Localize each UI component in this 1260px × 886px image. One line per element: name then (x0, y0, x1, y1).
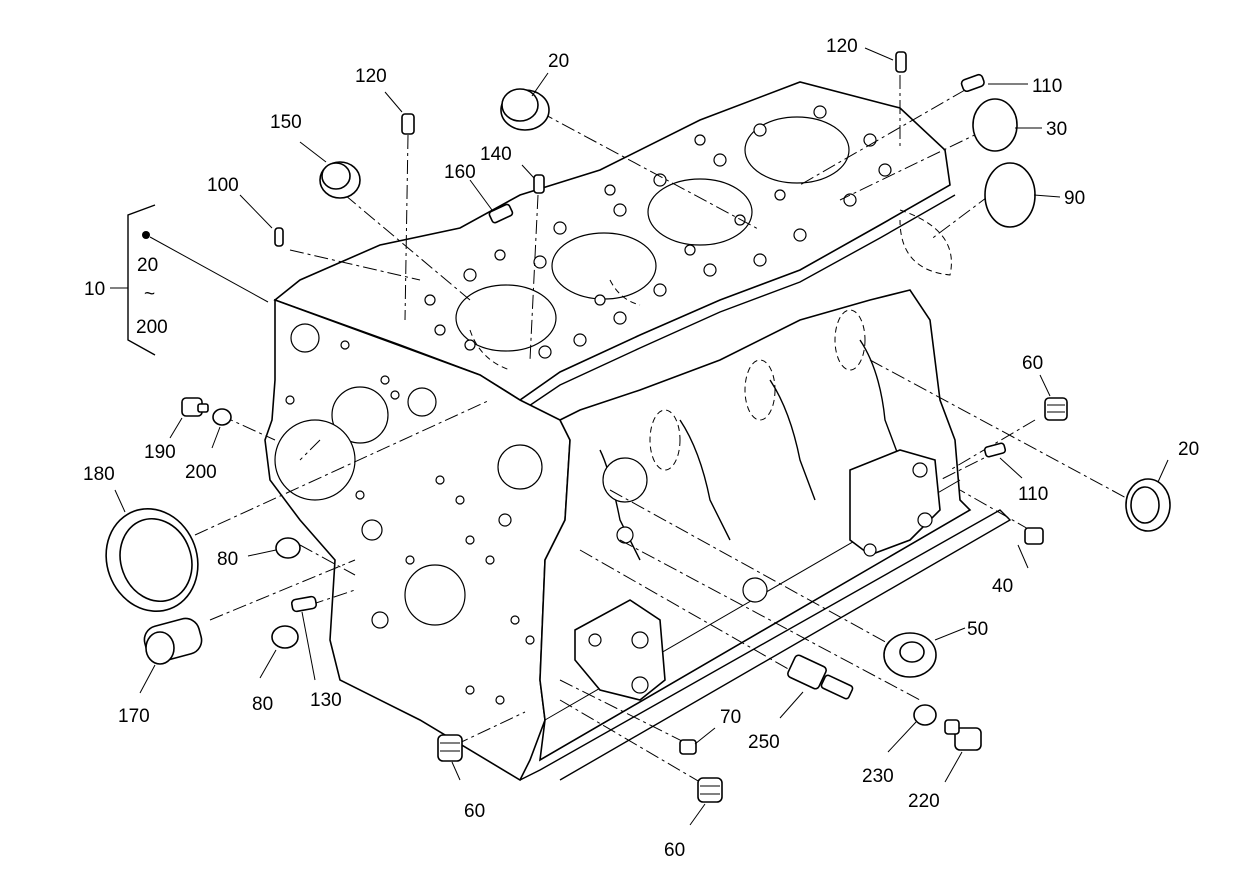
washer-230 (913, 704, 937, 726)
plug-60-bottom (697, 777, 723, 803)
plug-90 (984, 162, 1036, 228)
plug-30 (972, 98, 1018, 152)
callout-20-right: 20 (1178, 439, 1199, 460)
plug-80-bottom (271, 625, 299, 649)
plug-80-top (275, 537, 301, 559)
callout-150: 150 (270, 112, 302, 133)
callout-60-bottom: 60 (664, 840, 685, 861)
callout-230: 230 (862, 766, 894, 787)
cup-plug-170 (143, 617, 203, 665)
callout-range-tilde: ~ (144, 284, 155, 305)
expansion-plug-top (500, 88, 550, 131)
bolt-160 (488, 203, 514, 224)
callout-30: 30 (1046, 119, 1067, 140)
callout-170: 170 (118, 706, 150, 727)
plug-70 (679, 739, 697, 755)
cylinder-block (264, 81, 1012, 782)
callout-20-top: 20 (548, 51, 569, 72)
sensor-250 (787, 654, 854, 700)
plug-60-bottom-left (437, 734, 463, 762)
callout-labels: 10 20 ~ 200 100 150 120 20 160 140 120 1… (83, 36, 1199, 861)
callout-160: 160 (444, 162, 476, 183)
oil-seal-180 (105, 507, 199, 613)
seal-20-right (1125, 478, 1171, 532)
expansion-plug-150 (319, 161, 361, 199)
callout-leaders (110, 47, 1169, 826)
bolt-190 (181, 397, 209, 417)
callout-50: 50 (967, 619, 988, 640)
callout-190: 190 (144, 442, 176, 463)
assembly-dot (142, 231, 150, 239)
callout-90: 90 (1064, 188, 1085, 209)
callout-10: 10 (84, 279, 105, 300)
callout-220: 220 (908, 791, 940, 812)
dowel-pin-120-left (401, 113, 415, 135)
callout-40: 40 (992, 576, 1013, 597)
callout-60-bottom-left: 60 (464, 801, 485, 822)
callout-range-start: 20 (137, 255, 158, 276)
callout-80-top: 80 (217, 549, 238, 570)
plug-60-right (1044, 397, 1068, 421)
range-bracket (127, 204, 156, 356)
alignment-leaders (194, 75, 1131, 786)
callout-110-top: 110 (1032, 76, 1062, 97)
callout-100: 100 (207, 175, 239, 196)
front-face-holes (285, 340, 535, 705)
plug-50 (883, 632, 937, 678)
deck-holes (424, 105, 892, 359)
pin-140 (533, 174, 545, 194)
drain-plug-220 (944, 719, 982, 751)
dowel-pin-120-right (895, 51, 907, 73)
pin-110-right (983, 442, 1007, 458)
pin-110-top (960, 73, 985, 93)
callout-80-bottom: 80 (252, 694, 273, 715)
callout-130: 130 (310, 690, 342, 711)
callout-200: 200 (185, 462, 217, 483)
callout-140: 140 (480, 144, 512, 165)
pin-100 (274, 227, 284, 247)
loose-parts (105, 51, 1171, 803)
callout-120-left: 120 (355, 66, 387, 87)
callout-70: 70 (720, 707, 741, 728)
callout-120-right: 120 (826, 36, 858, 57)
callout-250: 250 (748, 732, 780, 753)
callout-180: 180 (83, 464, 115, 485)
callout-110-right: 110 (1018, 484, 1048, 505)
pin-130 (290, 595, 318, 613)
plug-40 (1024, 527, 1044, 545)
washer-200 (212, 408, 232, 426)
callout-range-end: 200 (136, 317, 168, 338)
callout-60-right: 60 (1022, 353, 1043, 374)
